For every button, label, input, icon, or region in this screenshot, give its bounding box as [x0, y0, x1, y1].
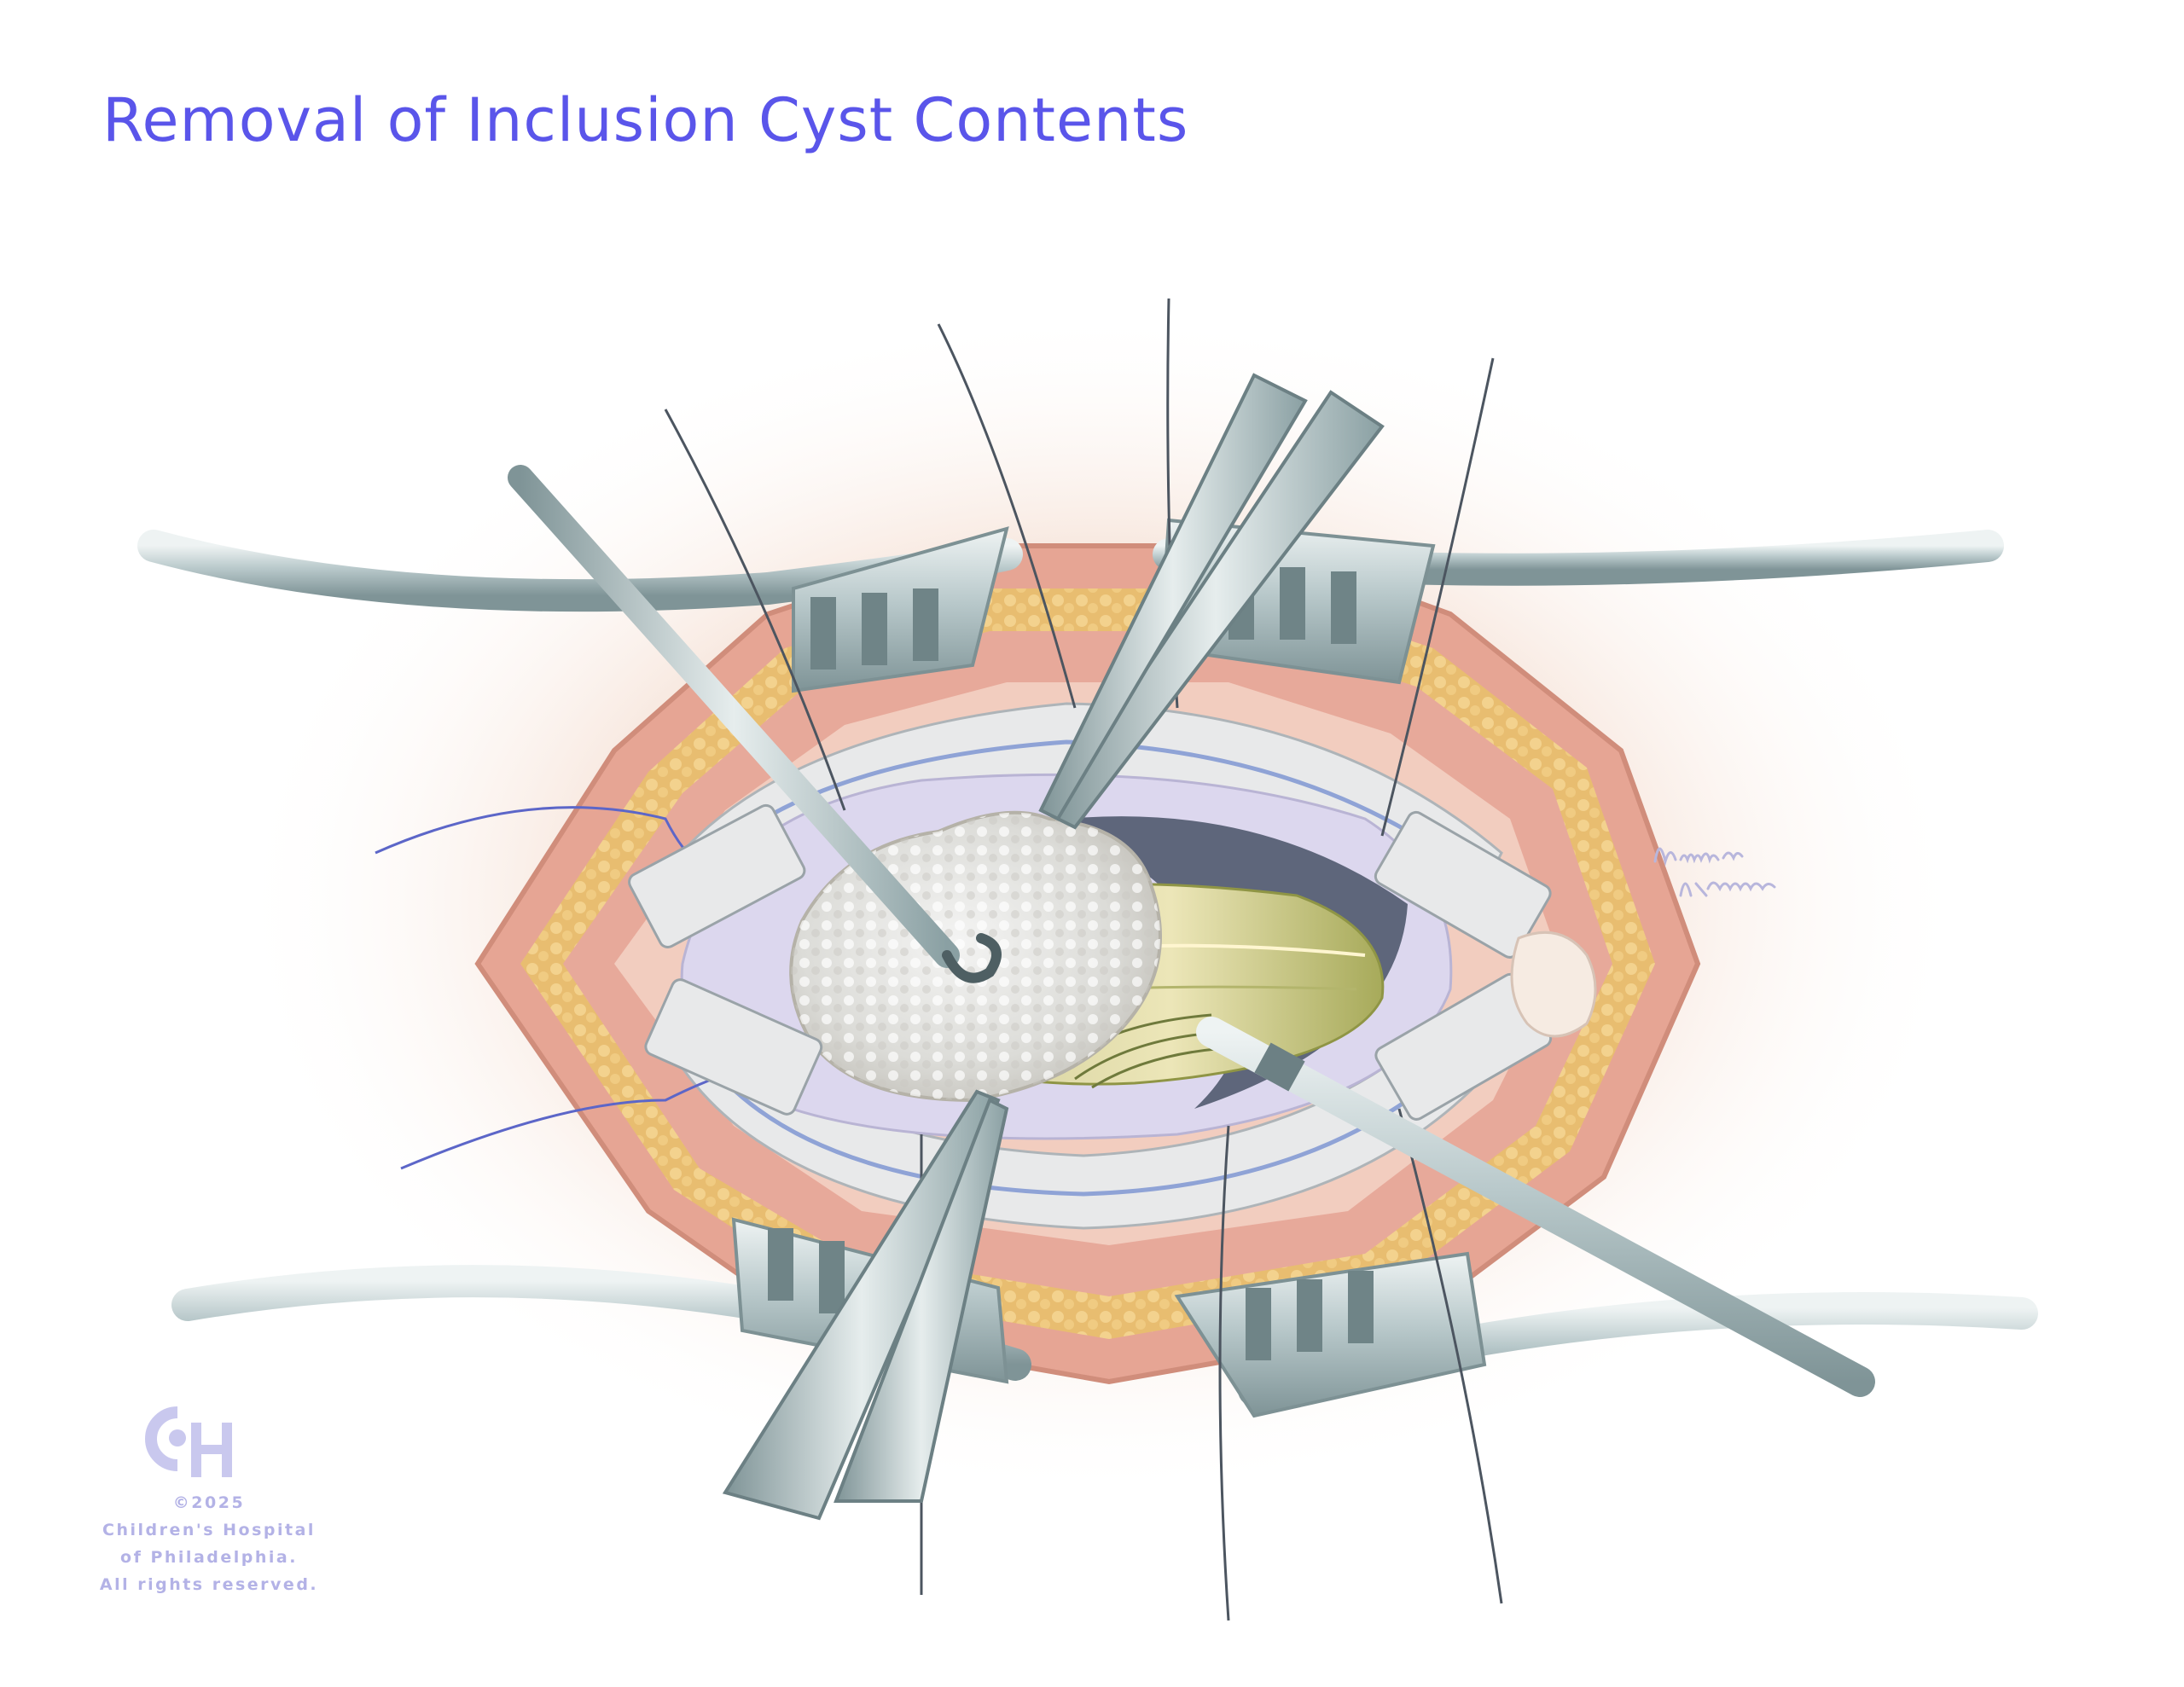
artist-signature: [1653, 847, 1776, 897]
copyright-year: ©2025: [172, 1493, 246, 1512]
curette-probe: [508, 465, 1002, 983]
left-lower-clamp-pad: [644, 978, 823, 1116]
copyright-rights: All rights reserved.: [99, 1575, 319, 1594]
upper-forceps: [1038, 373, 1385, 830]
suction-tube: [1196, 1017, 1875, 1397]
copyright-org-line-1: Children's Hospital: [102, 1521, 316, 1539]
copyright-org-line-2: of Philadelphia.: [120, 1548, 298, 1567]
lower-forceps: [722, 1089, 1009, 1521]
chop-monogram-logo: [145, 1406, 232, 1477]
left-upper-clamp-pad: [628, 803, 806, 948]
lower-right-retractor: [1174, 1251, 2038, 1418]
copyright-notice: ©2025 Children's Hospital of Philadelphi…: [77, 1489, 341, 1598]
upper-left-retractor: [137, 526, 1023, 693]
bone-fragment: [1510, 930, 1597, 1038]
page-title: Removal of Inclusion Cyst Contents: [102, 85, 1189, 155]
right-upper-clamp-pad: [1374, 810, 1552, 959]
